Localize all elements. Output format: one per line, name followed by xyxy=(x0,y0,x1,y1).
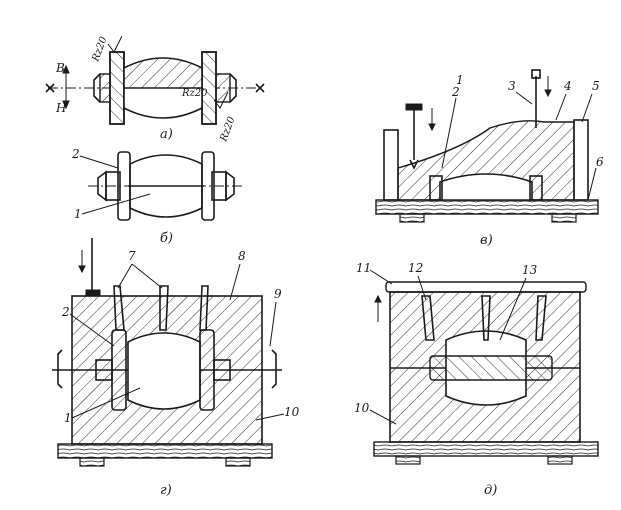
caption-g: г) xyxy=(160,483,172,498)
roughness-mark-center: Rz20 xyxy=(181,88,208,99)
label-g-1: 1 xyxy=(64,411,72,425)
label-v-5: 5 xyxy=(592,79,600,93)
label-v-2: 2 xyxy=(451,85,460,99)
label-v-6: 6 xyxy=(596,155,604,169)
view-a: В Н Rz20 Rz20 Rz20 а) xyxy=(45,35,265,144)
view-g: 2 7 8 9 1 10 г) xyxy=(52,238,300,498)
label-g-9: 9 xyxy=(274,287,282,301)
roughness-mark-left: Rz20 xyxy=(90,35,110,64)
label-g-10: 10 xyxy=(284,405,300,419)
label-d-11: 11 xyxy=(356,261,371,275)
label-v-1: 1 xyxy=(456,73,464,87)
label-d-13: 13 xyxy=(522,263,538,277)
label-b-1: 1 xyxy=(74,207,82,221)
caption-d: д) xyxy=(484,483,497,498)
label-g-8: 8 xyxy=(238,249,246,263)
label-g-7: 7 xyxy=(128,249,136,263)
caption-v: в) xyxy=(480,233,493,248)
view-d: 11 12 13 10 д) xyxy=(354,261,599,498)
lower-half-label: Н xyxy=(55,101,67,115)
label-b-2: 2 xyxy=(71,147,80,161)
upper-half-label: В xyxy=(55,61,65,75)
caption-a: а) xyxy=(160,127,173,142)
label-g-2: 2 xyxy=(61,305,70,319)
label-d-10: 10 xyxy=(354,401,370,415)
label-d-12: 12 xyxy=(408,261,423,275)
view-v: 1 2 3 4 5 6 в) xyxy=(375,69,604,248)
label-v-4: 4 xyxy=(563,79,572,93)
caption-b: б) xyxy=(160,231,173,246)
roughness-mark-right: Rz20 xyxy=(218,115,238,144)
view-b: 2 1 б) xyxy=(71,147,244,246)
label-v-3: 3 xyxy=(508,79,516,93)
